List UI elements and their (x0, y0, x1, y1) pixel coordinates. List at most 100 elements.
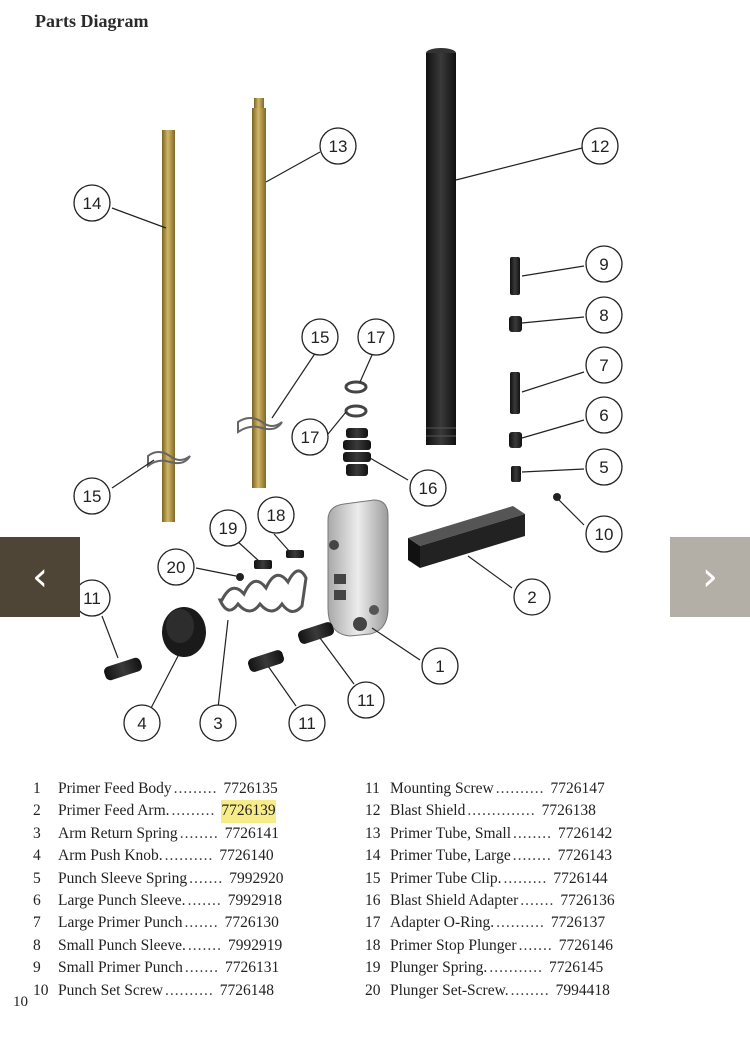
leader-dots: ....... (184, 959, 219, 977)
primer-feed-body (327, 499, 389, 637)
callout-19: 19 (209, 509, 247, 547)
svg-text:10: 10 (595, 525, 614, 544)
part-number: 7726144 (553, 869, 608, 887)
leader-dots: ......... (171, 802, 216, 820)
part-number-index: 7 (33, 914, 41, 932)
svg-text:18: 18 (267, 506, 286, 525)
part-number-index: 20 (365, 981, 381, 999)
part-number: 7726139 (221, 800, 276, 823)
callout-14: 14 (73, 184, 111, 222)
part-name: Arm Push Knob. (58, 847, 163, 865)
callout-5: 5 (585, 448, 623, 486)
part-number: 7726143 (557, 847, 612, 865)
part-number: 7994418 (555, 981, 610, 999)
part-name: Primer Stop Plunger (390, 936, 517, 954)
page-number: 10 (13, 994, 28, 1010)
part-name: Primer Tube, Large (390, 847, 511, 865)
arm-push-knob (162, 607, 206, 657)
part-number-index: 14 (365, 847, 381, 865)
part-number: 7726135 (223, 780, 278, 797)
leader-dots: .............. (467, 802, 536, 820)
part-number-index: 15 (365, 869, 381, 887)
callout-11b: 11 (288, 704, 326, 742)
leader-dots: ....... (187, 936, 222, 954)
leader-dots: .......... (164, 847, 214, 865)
callout-6: 6 (585, 396, 623, 434)
primer-tube-clips (147, 417, 283, 469)
svg-text:3: 3 (213, 714, 222, 733)
blast-shield (426, 48, 456, 445)
part-number-index: 10 (33, 981, 49, 999)
part-number: 7726138 (541, 802, 596, 820)
callout-20: 20 (157, 548, 195, 586)
svg-text:15: 15 (83, 487, 102, 506)
part-number-index: 4 (33, 847, 41, 865)
callout-9: 9 (585, 245, 623, 283)
part-name: Large Punch Sleeve. (58, 891, 186, 909)
leader-dots: ....... (520, 891, 555, 909)
part-number: 7726148 (219, 981, 275, 999)
part-name: Blast Shield Adapter (390, 891, 519, 909)
callout-12: 12 (581, 127, 619, 165)
svg-text:4: 4 (137, 714, 146, 733)
part-number-index: 8 (33, 936, 41, 954)
part-name: Punch Set Screw (58, 981, 164, 999)
part-number: 7726142 (558, 824, 613, 842)
svg-text:11: 11 (83, 589, 101, 608)
adapter-o-rings (344, 380, 368, 418)
page-title: Parts Diagram (35, 11, 149, 31)
part-name: Primer Tube Clip. (390, 869, 502, 887)
leader-dots: ....... (189, 869, 224, 887)
chevron-right-icon: › (702, 554, 718, 600)
next-page-button[interactable]: › (670, 537, 750, 617)
part-name: Large Primer Punch (58, 914, 183, 932)
part-number: 7726145 (548, 959, 604, 977)
callout-8: 8 (585, 296, 623, 334)
primer-tube-small (252, 98, 266, 488)
callout-3: 3 (199, 704, 237, 742)
leader-dots: ........ (512, 847, 552, 865)
part-number: 7726136 (560, 891, 615, 909)
part-number-index: 6 (33, 891, 41, 909)
part-number-index: 19 (365, 959, 381, 977)
svg-text:20: 20 (167, 558, 186, 577)
part-name: Primer Tube, Small (390, 824, 512, 842)
part-number: 7992919 (228, 936, 283, 954)
part-number-index: 1 (33, 780, 41, 797)
callout-17a: 17 (357, 318, 395, 356)
callout-13: 13 (319, 127, 357, 165)
part-number-index: 12 (365, 802, 381, 820)
svg-text:11: 11 (357, 691, 375, 710)
callout-16: 16 (409, 469, 447, 507)
part-number-index: 16 (365, 891, 381, 909)
part-name: Primer Feed Arm. (58, 802, 170, 820)
leader-dots: .......... (495, 780, 545, 797)
part-name: Small Punch Sleeve. (58, 936, 186, 954)
svg-text:17: 17 (301, 428, 320, 447)
callout-17b: 17 (291, 418, 329, 456)
primer-feed-arm (408, 506, 525, 568)
svg-text:14: 14 (83, 194, 102, 213)
leader-dots: .......... (165, 981, 214, 999)
callouts: 1 2 3 4 5 6 7 8 9 10 11 11 11 12 13 14 1… (73, 127, 623, 742)
blast-shield-adapter (343, 428, 371, 476)
part-number: 7726147 (550, 780, 605, 797)
parts-list-row: 14 Primer Tube, Large........ 7726143 (365, 845, 615, 867)
callout-15b: 15 (73, 477, 111, 515)
part-number: 7726140 (219, 847, 274, 865)
part-name: Plunger Set-Screw. (390, 981, 509, 999)
svg-text:7: 7 (599, 356, 608, 375)
previous-page-button[interactable]: ‹ (0, 537, 80, 617)
svg-text:6: 6 (599, 406, 608, 425)
